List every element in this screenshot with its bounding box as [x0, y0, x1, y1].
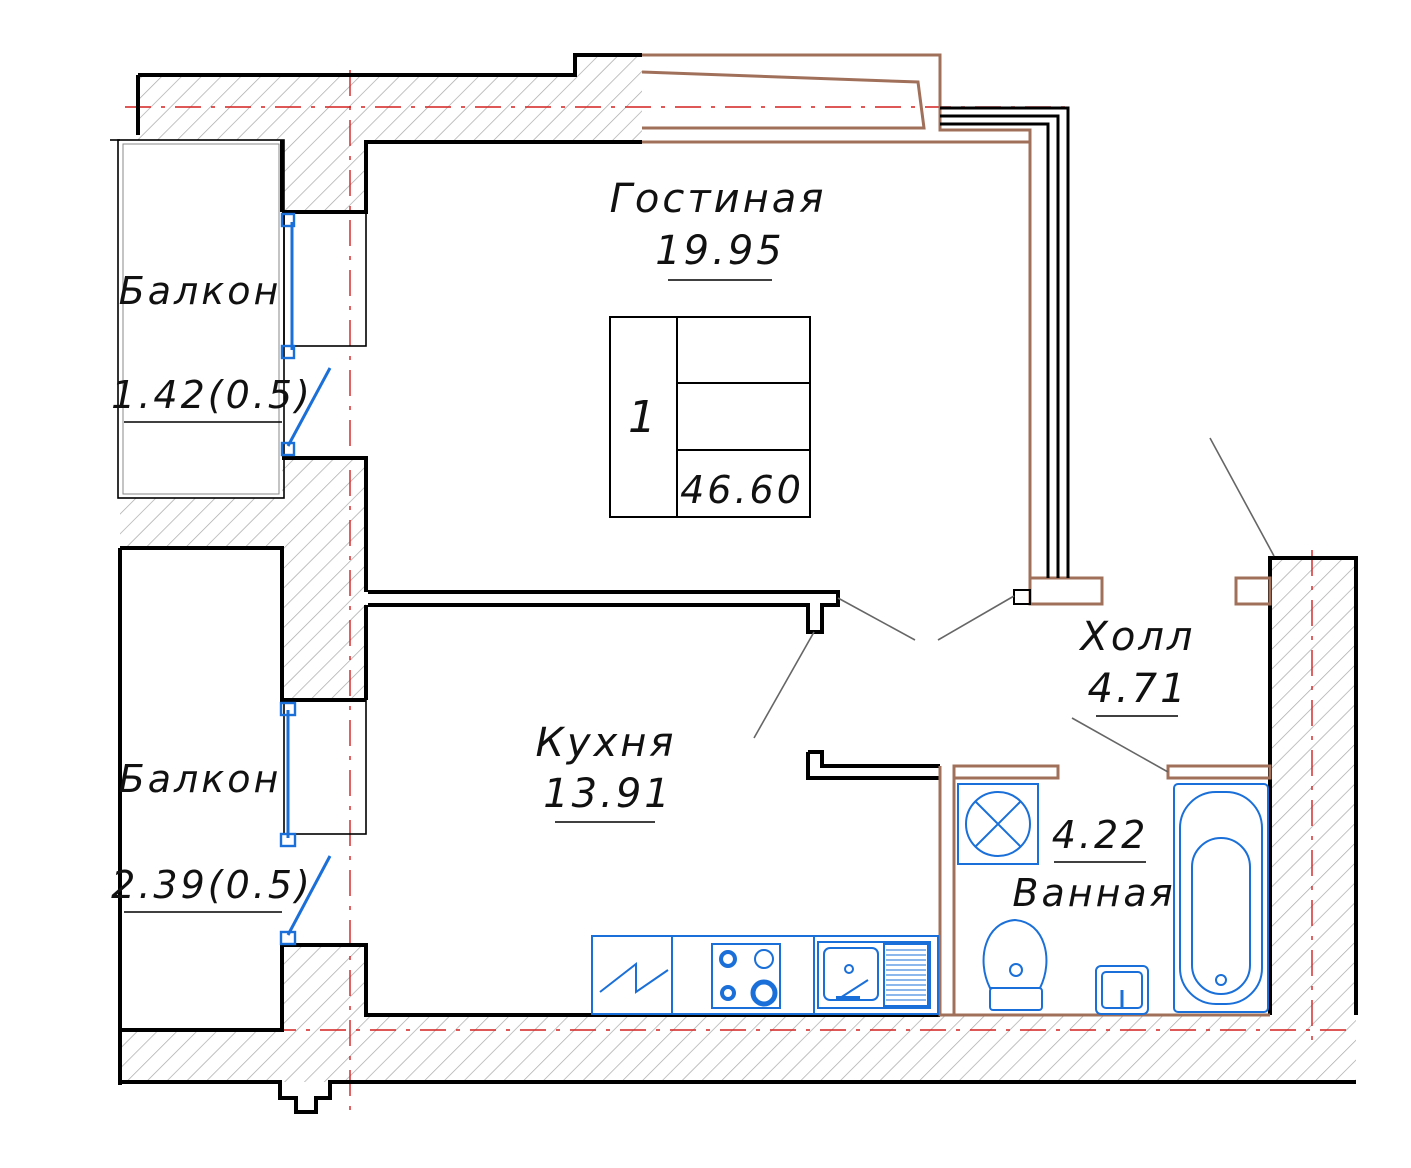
rooms-count: 1: [628, 392, 658, 443]
hall-name: Холл: [1078, 614, 1195, 660]
kitchen-name: Кухня: [536, 720, 677, 766]
hall-area: 4.71: [1087, 666, 1188, 712]
balcony-outlines: [110, 139, 367, 835]
bath-area: 4.22: [1052, 813, 1149, 857]
door-swings: [753, 437, 1275, 773]
bath-fixtures: [957, 783, 1269, 1015]
living-room-name: Гостиная: [610, 176, 827, 222]
axis-lines: [120, 70, 1356, 1110]
balcony-top-area: 1.42(0.5): [111, 373, 313, 417]
balcony-doors: [279, 212, 332, 946]
balcony-bottom-area: 2.39(0.5): [111, 863, 313, 907]
kitchen-area: 13.91: [543, 771, 673, 817]
room-labels: Гостиная 19.95 Кухня 13.91 Холл 4.71 4.2…: [111, 176, 1195, 915]
bath-name: Ванная: [1012, 871, 1175, 915]
kitchen-set: [591, 935, 939, 1015]
windows: [641, 53, 1272, 1017]
apartment-stamp: 1 46.60: [609, 316, 811, 518]
balcony-top-name: Балкон: [119, 269, 282, 313]
balcony-bottom-name: Балкон: [119, 757, 282, 801]
shaft-lines: [940, 106, 1070, 605]
living-room-area: 19.95: [655, 228, 785, 274]
total-area: 46.60: [680, 468, 804, 512]
